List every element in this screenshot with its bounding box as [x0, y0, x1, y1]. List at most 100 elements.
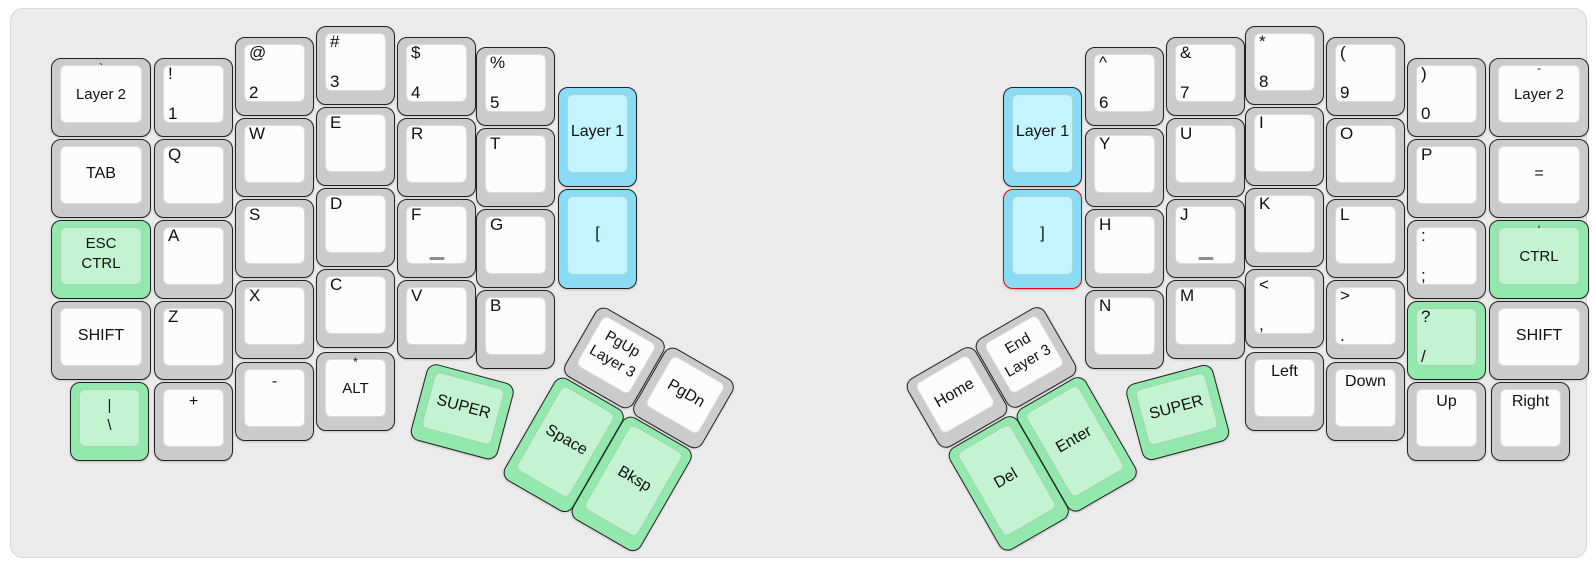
key-legend: I: [1259, 113, 1264, 132]
key-star-alt[interactable]: *ALT: [316, 352, 395, 431]
key-x[interactable]: X: [235, 280, 314, 359]
key-equals[interactable]: =: [1489, 139, 1589, 218]
key-z[interactable]: Z: [154, 301, 233, 380]
key-period[interactable]: >.: [1326, 280, 1405, 359]
keycap-top: [1175, 287, 1236, 345]
key-u[interactable]: U: [1166, 118, 1245, 197]
key-4[interactable]: $4: [397, 37, 476, 116]
key-7[interactable]: &7: [1166, 37, 1245, 116]
key-legend: =: [1534, 164, 1544, 182]
key-legend: H: [1099, 215, 1112, 234]
key-right-bracket[interactable]: ]: [1003, 189, 1082, 289]
keycap-top: [1335, 369, 1396, 427]
key-legend: V: [411, 286, 423, 305]
key-l[interactable]: L: [1326, 199, 1405, 278]
key-legend: +: [188, 393, 199, 410]
key-g[interactable]: G: [476, 209, 555, 288]
keycap-top: [1254, 195, 1315, 253]
key-legend: D: [330, 194, 343, 213]
key-b[interactable]: B: [476, 290, 555, 369]
key-legend: Layer 2: [75, 86, 127, 103]
key-legend: O: [1340, 124, 1354, 143]
key-shift-right[interactable]: SHIFT: [1489, 301, 1589, 380]
key-legend: *: [1259, 32, 1266, 51]
key-arrow-left[interactable]: Left: [1245, 352, 1324, 431]
key-d[interactable]: D: [316, 188, 395, 267]
key-0[interactable]: )0: [1407, 58, 1486, 137]
key-super-left[interactable]: SUPER: [408, 362, 516, 462]
key-left-bracket[interactable]: [: [558, 189, 637, 289]
key-h[interactable]: H: [1085, 209, 1164, 288]
keycap-top: [163, 227, 224, 285]
key-semicolon[interactable]: :;: [1407, 220, 1486, 299]
key-tab[interactable]: TAB: [51, 139, 151, 218]
key-legend: -: [1537, 61, 1541, 75]
key-quote-ctrl[interactable]: 'CTRL: [1489, 220, 1589, 299]
key-legend: 7: [1180, 83, 1190, 102]
key-layer1-right[interactable]: Layer 1: [1003, 87, 1082, 187]
key-legend: W: [249, 124, 266, 143]
key-j[interactable]: J: [1166, 199, 1245, 278]
key-legend: SUPER: [1147, 392, 1206, 423]
key-legend: &: [1180, 43, 1192, 62]
keycap-top: [60, 65, 142, 123]
key-legend: ]: [1040, 225, 1045, 243]
key-r[interactable]: R: [397, 118, 476, 197]
key-legend: 2: [249, 83, 259, 102]
key-legend: (: [1340, 43, 1346, 62]
key-6[interactable]: ^6: [1085, 47, 1164, 126]
keycap-top: [325, 359, 386, 417]
key-q[interactable]: Q: [154, 139, 233, 218]
key-minus-left[interactable]: -: [235, 362, 314, 441]
key-v[interactable]: V: [397, 280, 476, 359]
key-pipe-backslash[interactable]: |\: [70, 382, 149, 461]
key-s[interactable]: S: [235, 199, 314, 278]
key-minus-layer2[interactable]: -Layer 2: [1489, 58, 1589, 137]
keycap-top: [325, 195, 386, 253]
key-comma[interactable]: <,: [1245, 269, 1324, 348]
key-9[interactable]: (9: [1326, 37, 1405, 116]
keycap-top: [1498, 308, 1580, 366]
key-c[interactable]: C: [316, 269, 395, 348]
key-e[interactable]: E: [316, 107, 395, 186]
key-grave-layer2[interactable]: `Layer 2: [51, 58, 151, 137]
key-legend: SUPER: [434, 391, 493, 423]
key-legend: |: [107, 396, 112, 414]
key-legend-group: |\: [71, 383, 148, 460]
key-w[interactable]: W: [235, 118, 314, 197]
keycap-top: [1254, 114, 1315, 172]
key-t[interactable]: T: [476, 128, 555, 207]
key-shift-left[interactable]: SHIFT: [51, 301, 151, 380]
key-f[interactable]: F: [397, 199, 476, 278]
key-2[interactable]: @2: [235, 37, 314, 116]
key-legend: K: [1259, 194, 1271, 213]
key-layer1-left[interactable]: Layer 1: [558, 87, 637, 187]
key-8[interactable]: *8: [1245, 26, 1324, 105]
key-1[interactable]: !1: [154, 58, 233, 137]
key-m[interactable]: M: [1166, 280, 1245, 359]
key-i[interactable]: I: [1245, 107, 1324, 186]
keycap-top: [60, 146, 142, 204]
key-arrow-up[interactable]: Up: [1407, 382, 1486, 461]
keycap-top: [485, 135, 546, 193]
key-a[interactable]: A: [154, 220, 233, 299]
key-n[interactable]: N: [1085, 290, 1164, 369]
key-arrow-right[interactable]: Right: [1491, 382, 1570, 461]
keycap-top: [244, 125, 305, 183]
key-3[interactable]: #3: [316, 26, 395, 105]
key-plus[interactable]: +: [154, 382, 233, 461]
keycap-top: [1498, 146, 1580, 204]
keycap-top: [244, 369, 305, 427]
key-k[interactable]: K: [1245, 188, 1324, 267]
key-y[interactable]: Y: [1085, 128, 1164, 207]
key-arrow-down[interactable]: Down: [1326, 362, 1405, 441]
key-super-right[interactable]: SUPER: [1124, 362, 1232, 463]
key-slash[interactable]: ?/: [1407, 301, 1486, 380]
key-o[interactable]: O: [1326, 118, 1405, 197]
key-p[interactable]: P: [1407, 139, 1486, 218]
key-5[interactable]: %5: [476, 47, 555, 126]
keycap-top: [1335, 44, 1396, 102]
